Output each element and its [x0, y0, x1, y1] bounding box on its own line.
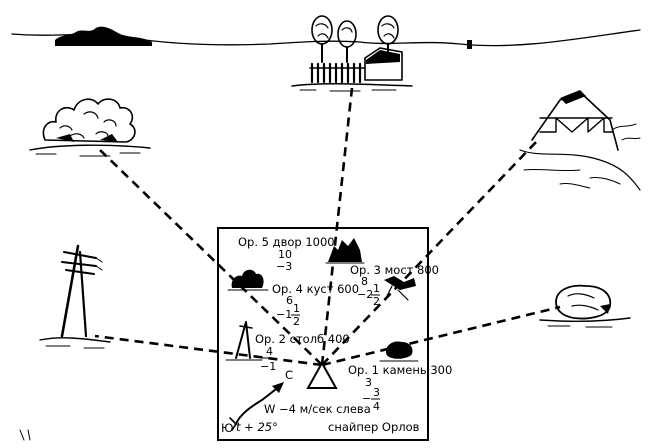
or1-sign: − — [362, 392, 371, 405]
or4-label: Ор. 4 куст 600 — [272, 282, 359, 296]
or3-sign: −2 — [357, 288, 373, 301]
sight-line-or5 — [320, 87, 354, 366]
wind-note: W −4 м/сек слева — [264, 402, 371, 416]
or4-frac-num: 1 — [293, 302, 300, 315]
or5-value-2: −3 — [276, 260, 292, 273]
sniper-name: снайпер Орлов — [328, 420, 420, 434]
card-sketch-farmyard — [325, 238, 365, 264]
or2-value-2: −1 — [260, 360, 276, 373]
range-card-frame — [217, 227, 429, 441]
pole-landmark — [39, 244, 111, 349]
or1-label: Ор. 1 камень 300 — [348, 363, 452, 377]
or3-frac-den: 2 — [373, 295, 380, 308]
compass-north-label: С — [285, 368, 293, 382]
or2-label: Ор. 2 столб 400 — [255, 332, 350, 346]
sight-line-or1 — [321, 305, 561, 367]
farmyard-landmark — [291, 15, 413, 92]
card-sketch-stone — [379, 341, 419, 362]
sight-line-or4 — [99, 149, 323, 366]
or4-frac-den: 2 — [293, 315, 300, 328]
card-sketch-bush — [227, 269, 269, 291]
horizon-trees-left — [55, 26, 152, 46]
or3-label: Ор. 3 мост 800 — [350, 263, 439, 277]
horizon-post-right — [467, 40, 472, 49]
card-sketch-bridge — [384, 276, 416, 301]
corner-mark — [19, 429, 31, 441]
bush-landmark — [29, 98, 151, 157]
or1-frac-den: 4 — [373, 400, 380, 413]
or5-value-1: 10 — [278, 248, 292, 261]
bridge-landmark — [519, 90, 641, 191]
compass-arrow — [229, 382, 284, 431]
sight-lines — [94, 87, 561, 367]
card-sketch-pole — [225, 321, 263, 361]
observer-position-triangle — [306, 360, 338, 389]
compass-south-label: Ю — [221, 421, 233, 435]
or5-label: Ор. 5 двор 1000 — [238, 235, 335, 249]
or4-value-1: 6 — [286, 294, 293, 307]
or4-sign: −1 — [276, 308, 292, 321]
or3-frac-num: 1 — [373, 282, 380, 295]
temperature-note: t + 25° — [236, 420, 278, 434]
or1-frac-num: 3 — [373, 386, 380, 399]
sight-line-or2 — [94, 334, 323, 367]
or2-value-1: 4 — [266, 345, 273, 358]
or1-value-1: 3 — [365, 376, 372, 389]
sight-line-or3 — [321, 139, 539, 366]
or3-value-1: 8 — [361, 275, 368, 288]
stone-landmark — [539, 284, 631, 328]
